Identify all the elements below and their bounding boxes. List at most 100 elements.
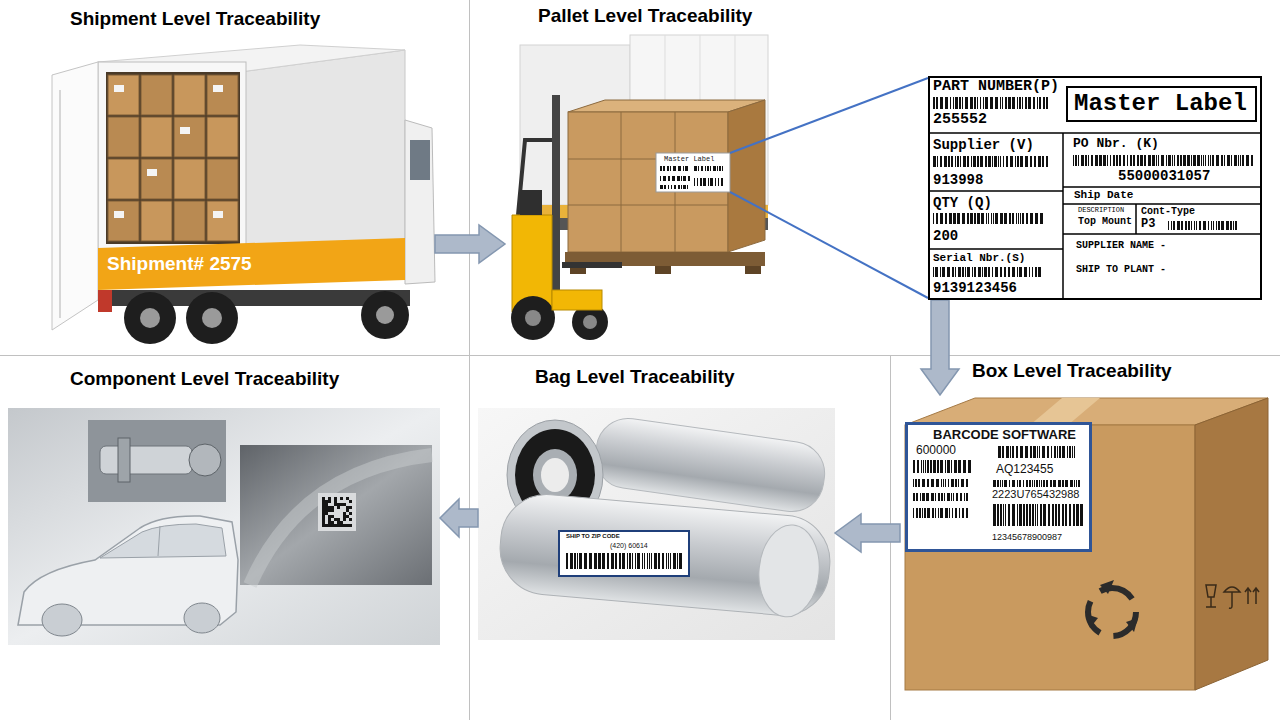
master-label-sheet-part (928, 190, 1063, 192)
barcode (933, 156, 1048, 167)
label-field: SHIP TO PLANT - (1076, 264, 1166, 276)
bag-illustration-part (541, 458, 569, 492)
box-sticker (213, 211, 223, 218)
label-field: 12345678900987 (992, 532, 1062, 542)
label-field: P3 (1141, 218, 1155, 232)
box-sticker (114, 85, 124, 92)
bag-illustration-part (496, 491, 833, 619)
label-field: 2223U765432988 (992, 488, 1079, 501)
pallet-illustration-part (656, 153, 730, 192)
barcode (933, 267, 1041, 277)
cargo-box (174, 75, 205, 115)
barcode (913, 479, 968, 487)
box-illustration-part (905, 422, 1092, 552)
pallet-illustration-part (520, 190, 542, 215)
truck-illustration-part (376, 306, 394, 324)
box-sticker (213, 85, 223, 92)
barcode (993, 480, 1080, 487)
master-label-sheet-part (1063, 233, 1262, 235)
component-illustration-part (189, 444, 221, 476)
master-label: PART NUMBER(P)255552Supplier (V)913998PO… (928, 76, 1262, 300)
component-illustration-part (8, 408, 440, 645)
panel-box: Box Level TraceabilityBARCODE SOFTWARE60… (900, 395, 1270, 690)
component-illustration-part (184, 603, 220, 633)
panel-heading: Pallet Level Traceability (538, 5, 752, 27)
label-field: SHIP TO ZIP CODE (566, 533, 620, 540)
cargo-box (174, 201, 205, 241)
barcode (913, 460, 971, 473)
panel-pallet: Pallet Level Traceability (505, 30, 770, 350)
truck-illustration-part (106, 72, 240, 244)
barcodes (322, 97, 1253, 569)
cargo-box (108, 159, 139, 199)
cargo-box (174, 117, 205, 157)
pallet-illustration-part (728, 100, 765, 252)
label-field: QTY (Q) (933, 195, 992, 211)
bag-illustration-part (755, 522, 823, 619)
pallet-illustration-part (552, 290, 602, 310)
label-field: BARCODE SOFTWARE (933, 428, 1076, 443)
cargo-box (141, 117, 172, 157)
pallet-illustration-part (621, 112, 622, 252)
truck-illustration-part (405, 120, 435, 284)
master-label-sheet-part (1063, 203, 1262, 205)
barcode (913, 508, 968, 518)
barcode (913, 493, 968, 501)
master-label-sheet-part (1063, 186, 1262, 188)
pallet-illustration-part (562, 262, 622, 268)
barcode (660, 185, 688, 189)
leader-lines (730, 78, 928, 298)
cargo-box (108, 75, 139, 115)
barcode (694, 178, 723, 186)
cargo-box (108, 201, 139, 241)
component-illustration-part (158, 526, 160, 556)
master-label-sheet-part (1062, 133, 1064, 300)
box-sticker (147, 169, 157, 176)
truck-illustration-part (186, 292, 238, 344)
box-illustration-part (905, 425, 1195, 690)
box-illustration (905, 398, 1268, 690)
master-label-sheet (928, 76, 1262, 300)
box-illustration-part (1224, 587, 1240, 608)
panel-heading: Box Level Traceability (972, 360, 1172, 382)
label-field: Ship Date (1074, 189, 1133, 202)
component-illustration-part (250, 455, 432, 585)
block-arrow (435, 225, 505, 263)
label-field: Master Label (1074, 90, 1247, 118)
barcode (660, 176, 690, 181)
label-field: PART NUMBER(P) (933, 78, 1059, 95)
label-field: 255552 (933, 111, 987, 128)
label-field: AQ123455 (996, 463, 1053, 477)
label-field: 600000 (916, 444, 956, 458)
barcode (933, 97, 1048, 109)
bag-illustration-part (591, 414, 829, 515)
barcode (993, 504, 1083, 526)
barcode (1168, 221, 1237, 230)
pallet-illustration-part (568, 112, 728, 252)
box-illustration-part (1030, 398, 1100, 425)
label-field: SUPPLIER NAME - (1076, 240, 1166, 252)
master-label-sheet-part (1135, 204, 1137, 234)
component-illustration-part (100, 446, 192, 474)
pallet-illustration-part (518, 140, 552, 215)
component-illustration-part (88, 420, 226, 502)
bag-sticker: SHIP TO ZIP CODE(420) 60614 (558, 530, 690, 577)
truck-illustration-part (140, 308, 160, 328)
truck-illustration-part (124, 292, 176, 344)
cargo-box (141, 159, 172, 199)
cargo-box (141, 201, 172, 241)
box-illustration-part (1206, 585, 1216, 607)
leader-lines-part (730, 192, 928, 298)
box-label: BARCODE SOFTWARE600000AQ123455 2223U76543… (905, 422, 1092, 552)
grid-lines-part (469, 0, 470, 720)
box-illustration-part (1245, 588, 1259, 604)
bag-illustration-part (533, 449, 577, 501)
barcode (694, 166, 723, 171)
truck-illustration-part (202, 308, 222, 328)
grid-lines-part (0, 355, 1280, 356)
component-illustration-part (42, 604, 82, 636)
barcode (1073, 155, 1253, 166)
panel-bag: Bag Level TraceabilitySHIP TO ZIP CODE(4… (478, 408, 835, 640)
block-arrow (921, 300, 959, 395)
